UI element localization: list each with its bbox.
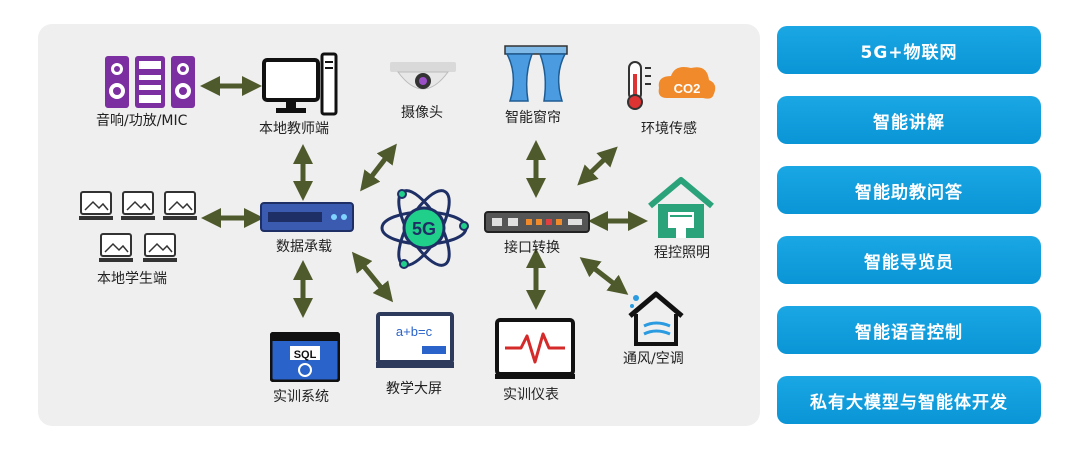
arrow-interface-env	[577, 146, 618, 186]
camera-label: 摄像头	[401, 105, 443, 121]
thermometer-co2-icon: CO2	[627, 61, 716, 110]
screen-node: a+b=c	[376, 312, 454, 374]
feature-voice-control-button[interactable]: 智能语音控制	[777, 306, 1041, 354]
arrow-data-screen	[351, 251, 394, 303]
arrow-interface-hvac	[579, 257, 629, 295]
lighting-label: 程控照明	[654, 245, 710, 261]
students-node	[75, 190, 199, 268]
hvac-label: 通风/空调	[623, 351, 684, 367]
feature-smart-assistant-button[interactable]: 智能助教问答	[777, 166, 1041, 214]
lighting-node	[646, 176, 716, 244]
teacher-label: 本地教师端	[259, 121, 329, 137]
audio-label: 音响/功放/MIC	[96, 113, 188, 129]
server-rack-icon	[260, 202, 354, 232]
heartbeat-monitor-icon	[495, 318, 575, 379]
curtain-icon	[504, 45, 568, 102]
ventilation-house-icon	[628, 291, 684, 346]
interface-node	[484, 210, 590, 238]
students-label: 本地学生端	[97, 271, 167, 287]
desktop-computer-icon	[262, 52, 338, 116]
curtain-label: 智能窗帘	[505, 110, 561, 126]
speaker-amplifier-icon	[105, 56, 195, 108]
env-node: CO2	[627, 60, 719, 116]
whiteboard-screen-icon: a+b=c	[376, 312, 454, 368]
data-node	[260, 202, 354, 236]
instrument-node	[495, 318, 575, 384]
dome-camera-icon	[390, 62, 456, 90]
sql-database-icon: SQL	[269, 331, 341, 383]
co2-text: CO2	[674, 81, 701, 96]
screen-label: 教学大屏	[386, 381, 442, 397]
interface-label: 接口转换	[504, 240, 560, 256]
formula-text: a+b=c	[396, 324, 433, 339]
audio-node	[104, 55, 196, 113]
teacher-node	[262, 52, 338, 120]
training-label: 实训系统	[273, 389, 329, 405]
training-node: SQL	[269, 331, 341, 386]
feature-smart-explain-button[interactable]: 智能讲解	[777, 96, 1041, 144]
sql-text: SQL	[294, 349, 317, 361]
feature-smart-guide-button[interactable]: 智能导览员	[777, 236, 1041, 284]
env-label: 环境传感	[641, 121, 697, 137]
hub-label: 5G	[412, 219, 436, 239]
camera-node	[388, 60, 458, 102]
feature-private-llm-button[interactable]: 私有大模型与智能体开发	[777, 376, 1041, 424]
arrow-data-camera	[360, 143, 397, 192]
smart-home-light-icon	[648, 177, 714, 238]
feature-5g-iot-button[interactable]: 5G+物联网	[777, 26, 1041, 74]
student-terminals-icon	[79, 191, 197, 262]
hvac-node	[626, 290, 688, 350]
data-label: 数据承载	[276, 239, 332, 255]
hub-node: 5G	[378, 182, 470, 278]
curtain-node	[504, 45, 568, 107]
switch-device-icon	[484, 211, 590, 233]
instrument-label: 实训仪表	[503, 387, 559, 403]
5g-atom-icon: 5G	[380, 189, 469, 269]
